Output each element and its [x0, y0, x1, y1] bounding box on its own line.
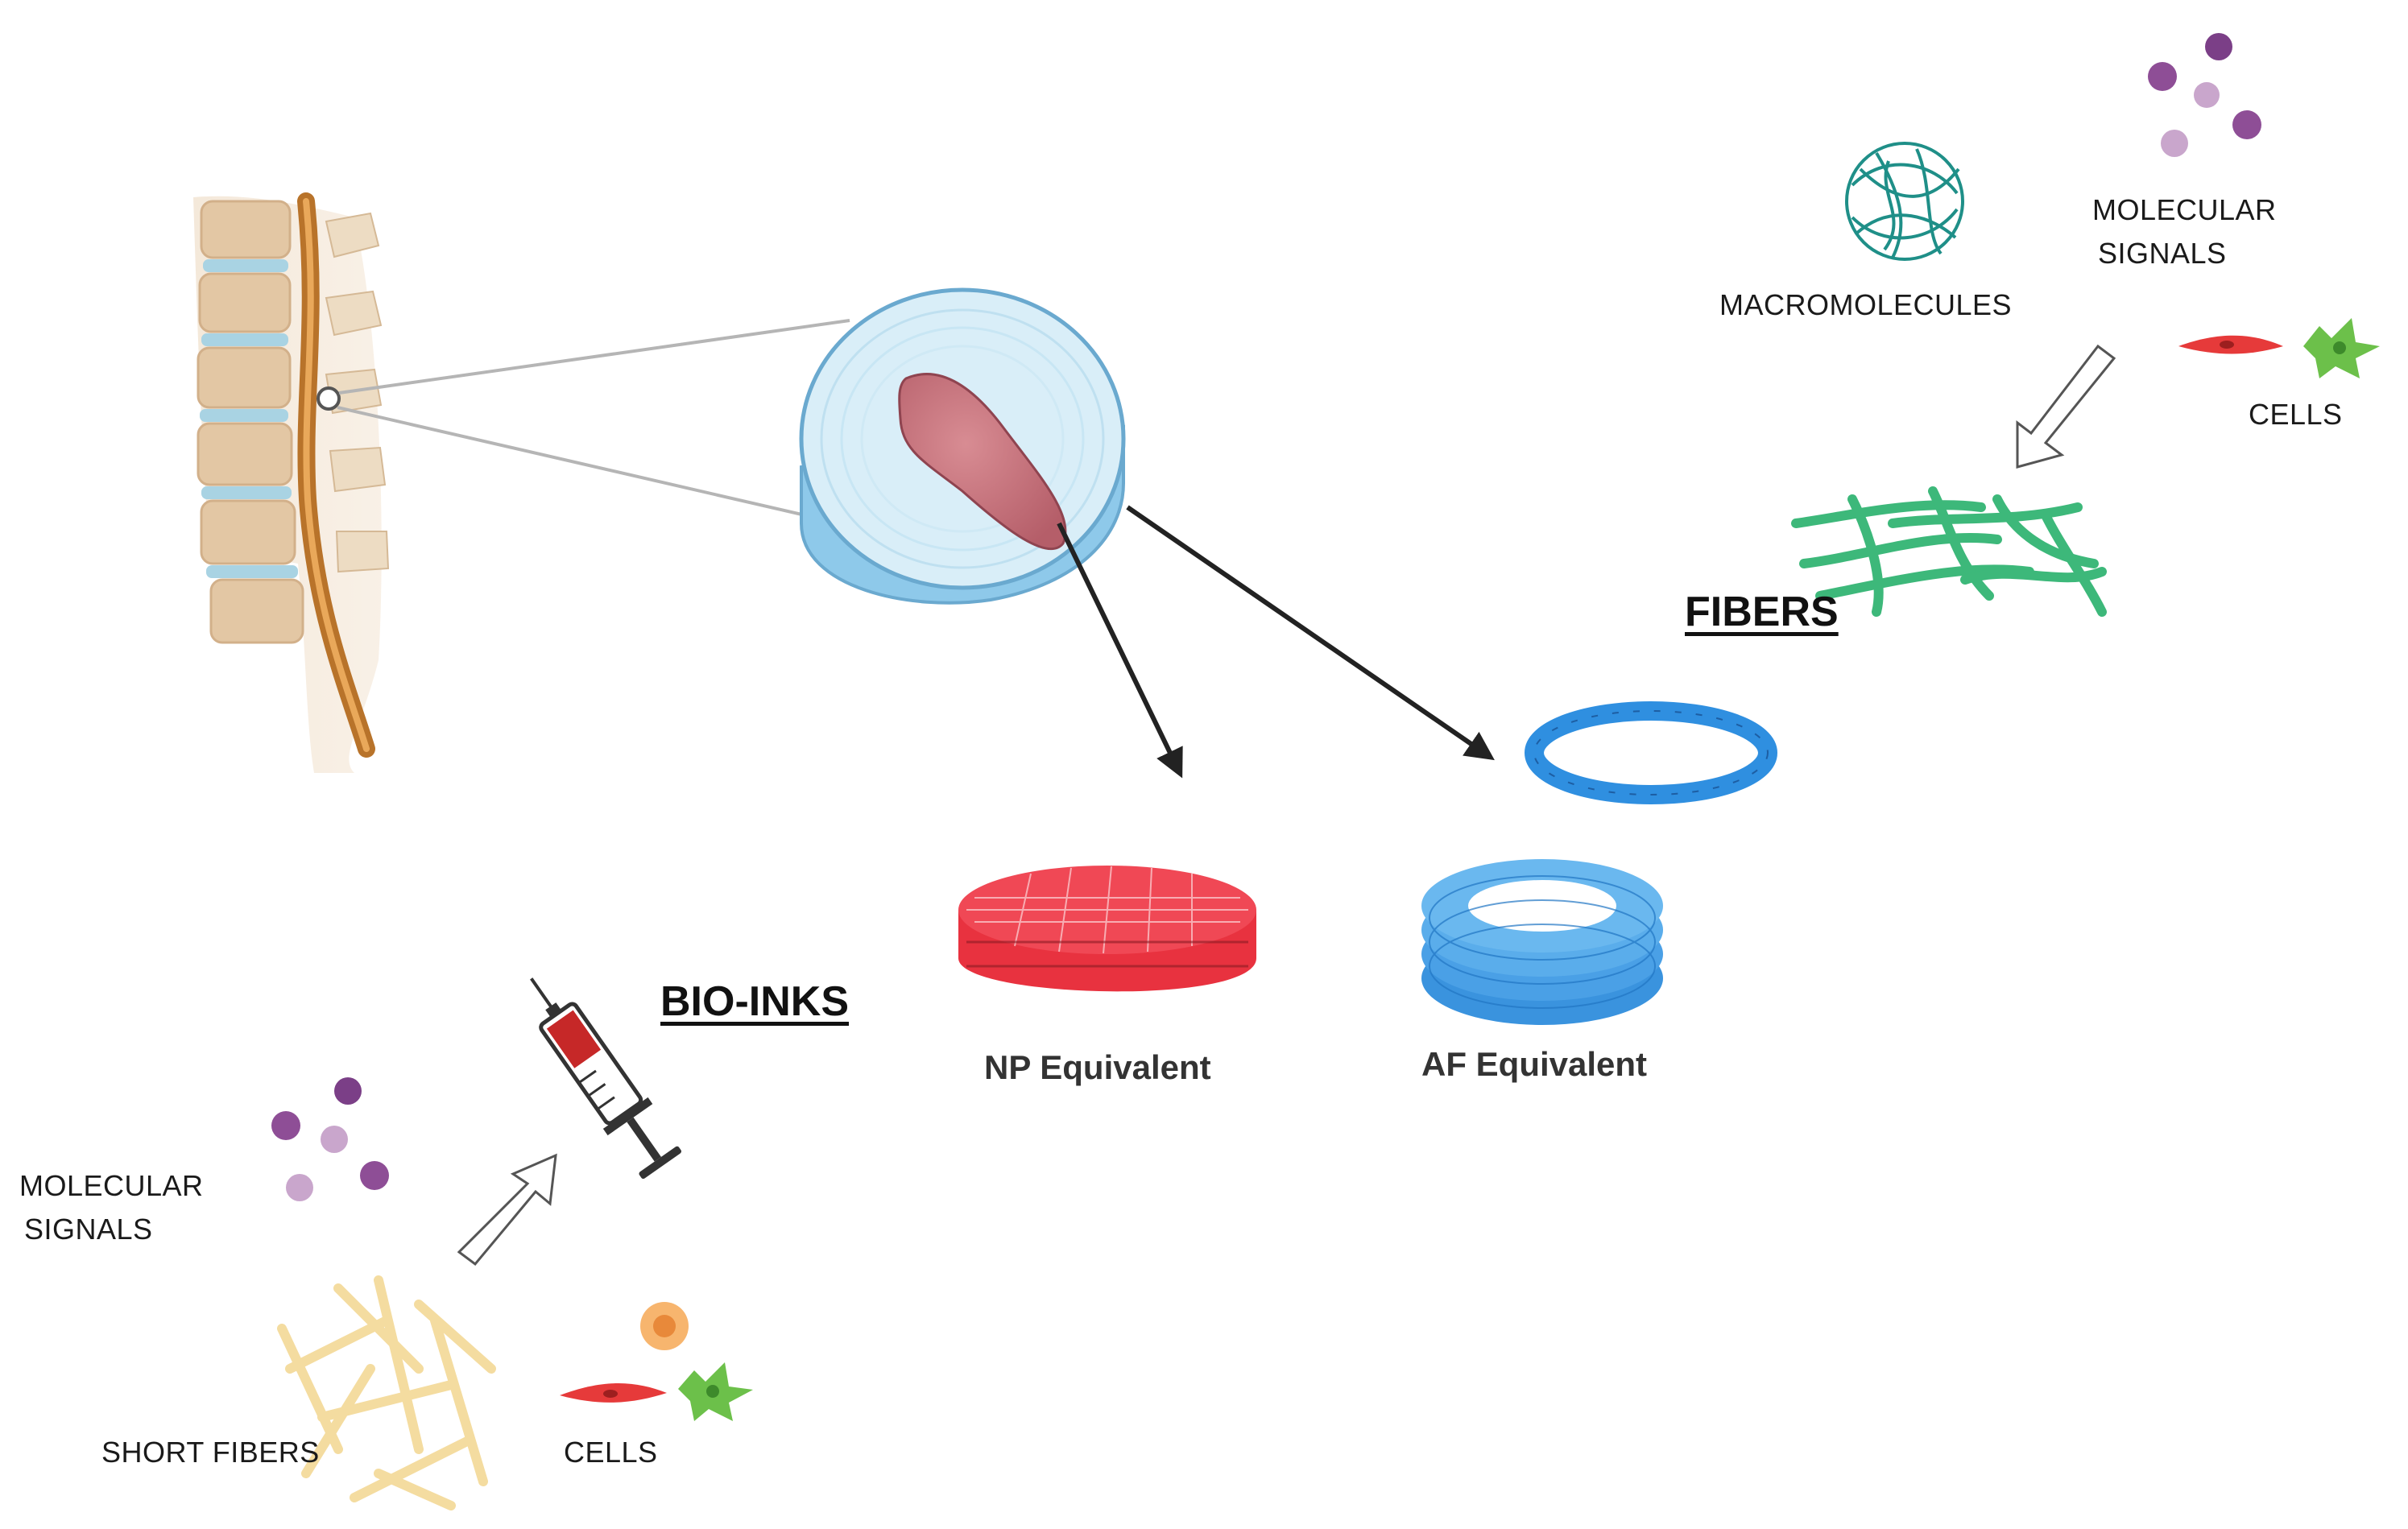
cells-icon-bottom: [560, 1302, 753, 1421]
molecular-signals-icon-bottom: [271, 1077, 389, 1201]
label-fibers: FIBERS: [1685, 589, 1839, 635]
arrow-to-np: [1057, 522, 1183, 779]
macromolecule-icon: [1845, 142, 1964, 261]
spine-icon: [193, 192, 390, 773]
label-cells-top: CELLS: [2249, 398, 2343, 431]
label-molecular-signals-top-line2: SIGNALS: [2098, 237, 2227, 270]
label-bio-inks: BIO-INKS: [660, 978, 849, 1025]
arrow-to-fibers: [2016, 344, 2116, 469]
syringe-icon: [530, 977, 681, 1179]
arrow-to-af: [1126, 505, 1495, 761]
label-np-equivalent: NP Equivalent: [984, 1048, 1211, 1086]
cells-icon-top: [2178, 318, 2380, 378]
fibers-icon: [1791, 486, 2107, 617]
label-short-fibers: SHORT FIBERS: [101, 1436, 320, 1469]
zoom-line-top: [338, 319, 850, 395]
label-molecular-signals-bottom-line1: MOLECULAR: [19, 1169, 204, 1202]
label-molecular-signals-top-line1: MOLECULAR: [2092, 193, 2277, 226]
disc-icon: [799, 287, 1126, 605]
label-cells-bottom: CELLS: [564, 1436, 658, 1469]
label-macromolecules: MACROMOLECULES: [1719, 288, 2013, 321]
af-ring-icon: [1525, 701, 1777, 804]
label-af-equivalent: AF Equivalent: [1421, 1045, 1648, 1083]
molecular-signals-icon-top: [2148, 33, 2261, 157]
zoom-line-bottom: [337, 406, 806, 517]
arrow-to-syringe: [457, 1153, 557, 1267]
label-molecular-signals-bottom-line2: SIGNALS: [24, 1213, 153, 1246]
short-fibers-icon: [277, 1275, 496, 1510]
af-scaffold-icon: [1421, 859, 1663, 1025]
np-scaffold-icon: [958, 866, 1256, 992]
